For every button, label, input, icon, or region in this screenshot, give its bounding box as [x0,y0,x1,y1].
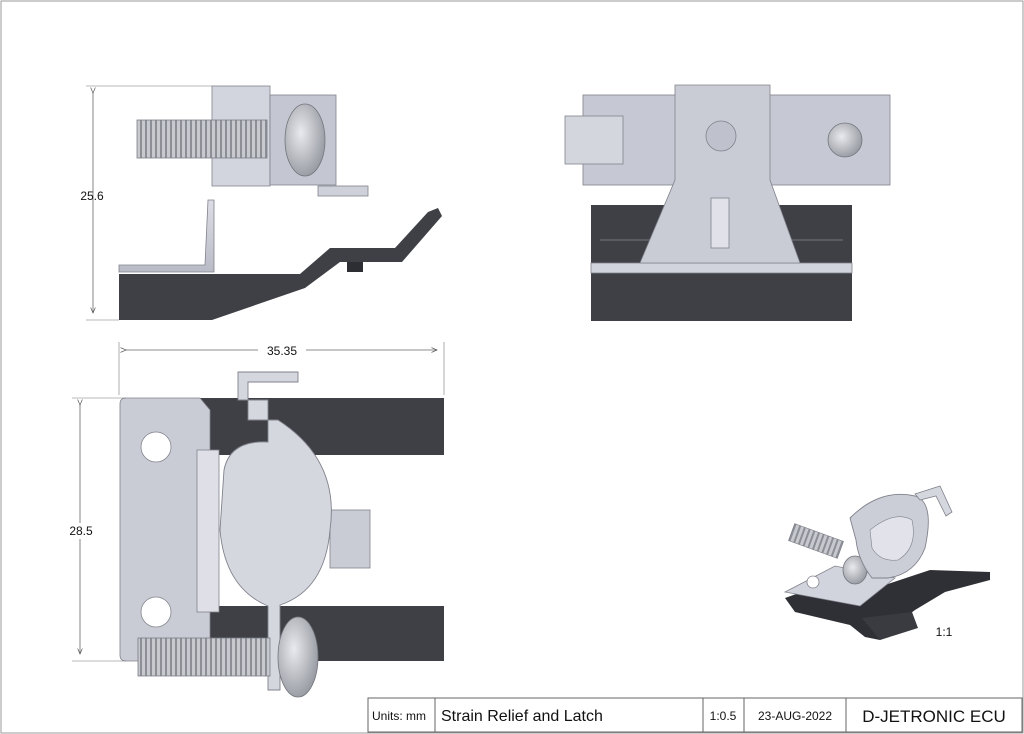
mount-hole-upper [140,431,172,463]
top-screw-head [277,616,319,698]
bracket-plate [118,199,215,273]
latch-body [119,208,442,320]
drawing-scale: 1:0.5 [710,709,737,723]
isometric-view: 1:1 [783,485,990,640]
strain-relief-pad [196,449,220,613]
latch-tab [347,262,363,272]
side-slot [710,197,730,249]
latch-arm-upper [200,398,444,455]
iso-scale-label: 1:1 [936,625,953,639]
project-name: D-JETRONIC ECU [862,707,1006,726]
screw-head [284,103,326,177]
iso-clamp-tab [914,485,953,517]
side-base-plate [590,262,853,274]
part-name: Strain Relief and Latch [441,708,603,725]
side-view [564,84,891,321]
iso-screw-thread [788,523,844,559]
screw-thread [136,119,268,159]
side-screw-head [827,122,863,158]
side-screw-end [564,115,624,165]
clamp-foot [317,185,369,197]
drawing-date: 23-AUG-2022 [758,709,832,723]
dimension-length: 35.35 [267,344,297,358]
iso-plate [783,565,896,607]
cable-clamp [219,371,332,691]
mount-hole-lower [140,596,172,628]
front-view: 25.6 [80,85,442,321]
side-gusset [639,84,801,264]
latch-tongue [329,509,371,569]
side-hole [705,120,737,152]
top-view: 35.35 28.5 [64,342,445,698]
dimension-width: 28.5 [69,524,93,538]
dimension-height: 25.6 [80,189,104,203]
title-block: Units: mm Strain Relief and Latch 1:0.5 … [367,697,1023,733]
top-screw-thread [137,637,271,677]
units-label: Units: mm [372,709,426,723]
